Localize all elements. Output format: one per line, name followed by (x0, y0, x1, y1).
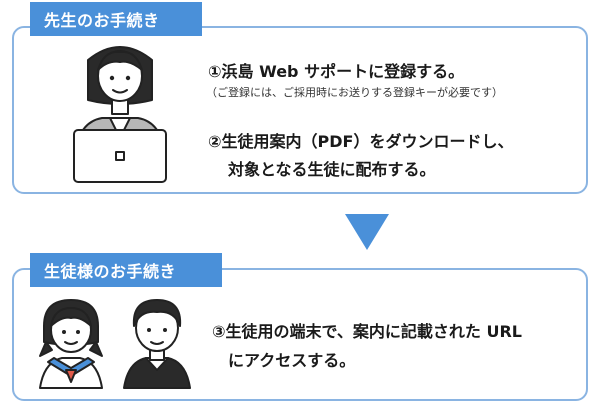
teacher-procedure-tag: 先生のお手続き (30, 2, 202, 36)
step-2-download-guide: ②生徒用案内（PDF）をダウンロードし、 (208, 132, 514, 151)
step-3-access-url: ③生徒用の端末で、案内に記載された URL (212, 322, 522, 341)
down-arrow-icon (345, 214, 389, 250)
student-girl-icon (39, 299, 103, 389)
step-1-register: ①浜島 Web サポートに登録する。 (208, 62, 465, 81)
step-1-registration-key-note: （ご登録には、ご採用時にお送りする登録キーが必要です） (206, 86, 503, 99)
student-procedure-tag: 生徒様のお手続き (30, 253, 222, 287)
step-3-access-url-cont: にアクセスする。 (228, 351, 356, 370)
student-procedure-panel (12, 268, 588, 401)
teacher-with-laptop-icon (73, 46, 167, 183)
step-2-distribute: 対象となる生徒に配布する。 (228, 160, 436, 179)
student-boy-icon (123, 299, 191, 389)
